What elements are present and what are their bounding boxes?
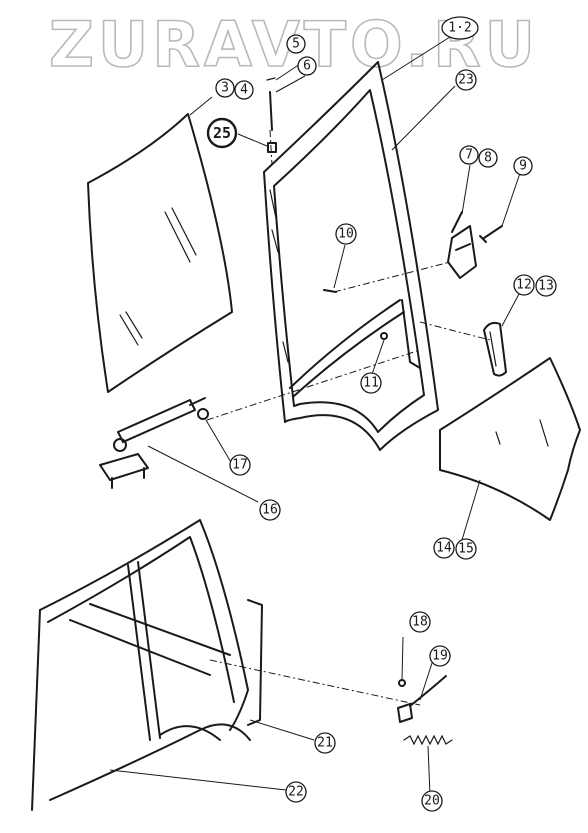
callout-13: 13 bbox=[535, 275, 557, 297]
callout-12: 12 bbox=[513, 274, 535, 296]
callout-label: 20 bbox=[424, 794, 440, 809]
callout-label: 19 bbox=[432, 649, 448, 664]
door-handle bbox=[483, 321, 507, 377]
callout-label: 6 bbox=[303, 59, 311, 74]
hinge-bolt bbox=[479, 225, 503, 243]
assembly-lines bbox=[206, 129, 491, 706]
callout-label: 1·2 bbox=[448, 21, 471, 36]
callout-label: 11 bbox=[363, 376, 379, 391]
callout-label: 7 bbox=[465, 148, 473, 163]
latch-mechanism bbox=[397, 675, 447, 723]
callout-label: 23 bbox=[458, 73, 474, 88]
callout-label: 3 bbox=[221, 81, 229, 96]
callout-label: 21 bbox=[317, 736, 333, 751]
callout-label: 25 bbox=[213, 124, 231, 142]
callout-label: 10 bbox=[338, 227, 354, 242]
callout-20: 20 bbox=[421, 790, 443, 812]
side-window-glass bbox=[87, 113, 233, 393]
callout-labels: 1·2 3 4 5 6 7 8 9 10 11 12 bbox=[206, 16, 557, 812]
callout-label: 13 bbox=[538, 279, 554, 294]
callout-23: 23 bbox=[455, 69, 477, 91]
callout-label: 14 bbox=[436, 541, 452, 556]
lower-window-glass bbox=[439, 357, 581, 521]
callout-label: 9 bbox=[519, 159, 527, 174]
callout-5: 5 bbox=[286, 34, 306, 54]
callout-3: 3 bbox=[215, 78, 235, 98]
door-hinge bbox=[447, 211, 477, 279]
gas-strut bbox=[99, 397, 209, 489]
door-frame bbox=[263, 61, 439, 451]
pin-part bbox=[266, 77, 277, 153]
callout-label: 4 bbox=[240, 83, 248, 98]
callout-4: 4 bbox=[234, 80, 254, 100]
callout-9: 9 bbox=[513, 156, 533, 176]
callout-label: 15 bbox=[458, 542, 474, 557]
callout-15: 15 bbox=[455, 538, 477, 560]
callout-11: 11 bbox=[360, 372, 382, 394]
callout-22: 22 bbox=[285, 781, 307, 803]
callout-18: 18 bbox=[409, 611, 431, 633]
callout-label: 5 bbox=[292, 37, 300, 52]
callout-1-2: 1·2 bbox=[441, 16, 479, 40]
callout-8: 8 bbox=[478, 148, 498, 168]
callout-label: 8 bbox=[484, 151, 492, 166]
callout-19: 19 bbox=[429, 645, 451, 667]
callout-17: 17 bbox=[229, 454, 251, 476]
callout-14: 14 bbox=[433, 537, 455, 559]
callout-21: 21 bbox=[314, 732, 336, 754]
callout-label: 22 bbox=[288, 785, 304, 800]
callout-6: 6 bbox=[297, 56, 317, 76]
cab-frame bbox=[31, 519, 263, 811]
leader-lines bbox=[109, 36, 521, 796]
callout-label: 16 bbox=[262, 503, 278, 518]
callout-25: 25 bbox=[206, 117, 238, 149]
callout-16: 16 bbox=[259, 499, 281, 521]
callout-7: 7 bbox=[459, 145, 479, 165]
tension-spring bbox=[403, 734, 453, 746]
callout-label: 17 bbox=[232, 458, 248, 473]
callout-10: 10 bbox=[335, 223, 357, 245]
callout-label: 18 bbox=[412, 615, 428, 630]
callout-label: 12 bbox=[516, 278, 532, 293]
